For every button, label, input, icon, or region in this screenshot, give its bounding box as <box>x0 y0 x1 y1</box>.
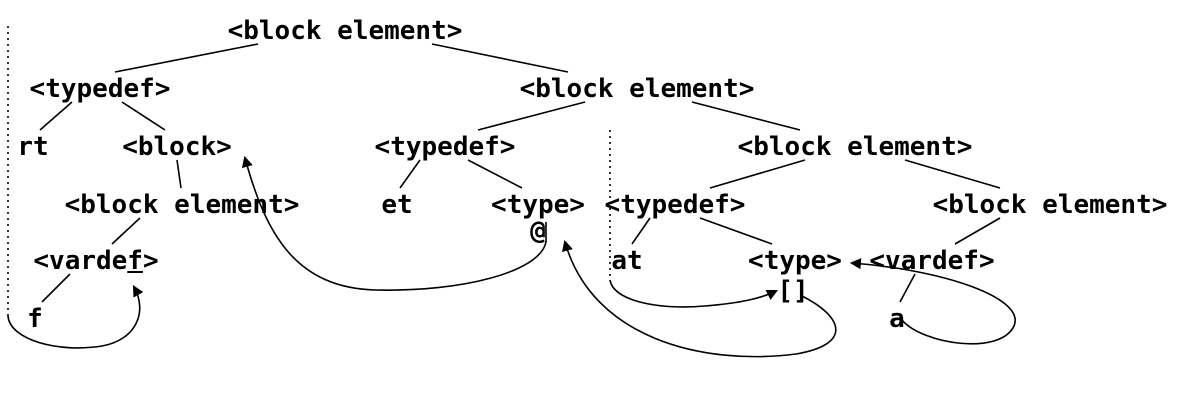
tree-edge <box>467 159 523 189</box>
node-label-underlined: f <box>127 246 143 276</box>
node-block-element-left: <block element> <box>64 190 300 220</box>
scope-mid-curve-arrow <box>609 279 779 308</box>
node-at: at <box>611 246 643 276</box>
tree-edge <box>954 217 1001 245</box>
node-typedef-mid: <typedef> <box>374 132 516 162</box>
tree-edge <box>631 217 651 245</box>
node-et: et <box>381 190 413 220</box>
tree-edge <box>904 159 1001 189</box>
vardef-a-to-type-arrow <box>849 258 1016 345</box>
node-typedef-left: <typedef> <box>29 74 171 104</box>
node-block-element-mid: <block element> <box>519 74 755 104</box>
node-block-element-root: <block element> <box>227 16 463 46</box>
node-label-post: > <box>142 246 159 276</box>
tree-edge <box>111 217 141 245</box>
node-type-mid: <type> <box>491 190 585 220</box>
tree-edge <box>477 101 586 131</box>
tree-edge <box>121 101 166 131</box>
pointer-at-to-block-arrow <box>241 155 547 291</box>
node-brackets: [] <box>777 276 809 306</box>
tree-edge <box>39 101 73 131</box>
tree-edge <box>709 159 806 189</box>
node-type-right: <type> <box>748 246 842 276</box>
tree-edge <box>691 101 801 131</box>
node-vardef-right: <vardef> <box>869 246 995 276</box>
tree-edge <box>399 159 421 189</box>
scope-left-hook-arrow <box>7 285 144 349</box>
node-block-element-right4: <block element> <box>932 190 1168 220</box>
node-at-symbol: @ <box>530 216 546 246</box>
tree-edge <box>899 273 916 303</box>
tree-edge <box>431 43 569 73</box>
node-block: <block> <box>122 132 232 162</box>
node-vardef-left: <vardef> <box>33 246 158 276</box>
node-label-pre: <varde <box>33 246 128 276</box>
tree-edge <box>176 159 182 189</box>
node-a: a <box>889 304 905 334</box>
array-element-type-arrow <box>562 239 837 358</box>
node-f: f <box>27 304 43 334</box>
tree-edge <box>699 217 773 245</box>
node-block-element-right3: <block element> <box>737 132 973 162</box>
tree-edge <box>41 273 71 303</box>
node-typedef-right: <typedef> <box>604 190 746 220</box>
node-rt: rt <box>17 132 49 162</box>
tree-edge <box>114 43 259 73</box>
